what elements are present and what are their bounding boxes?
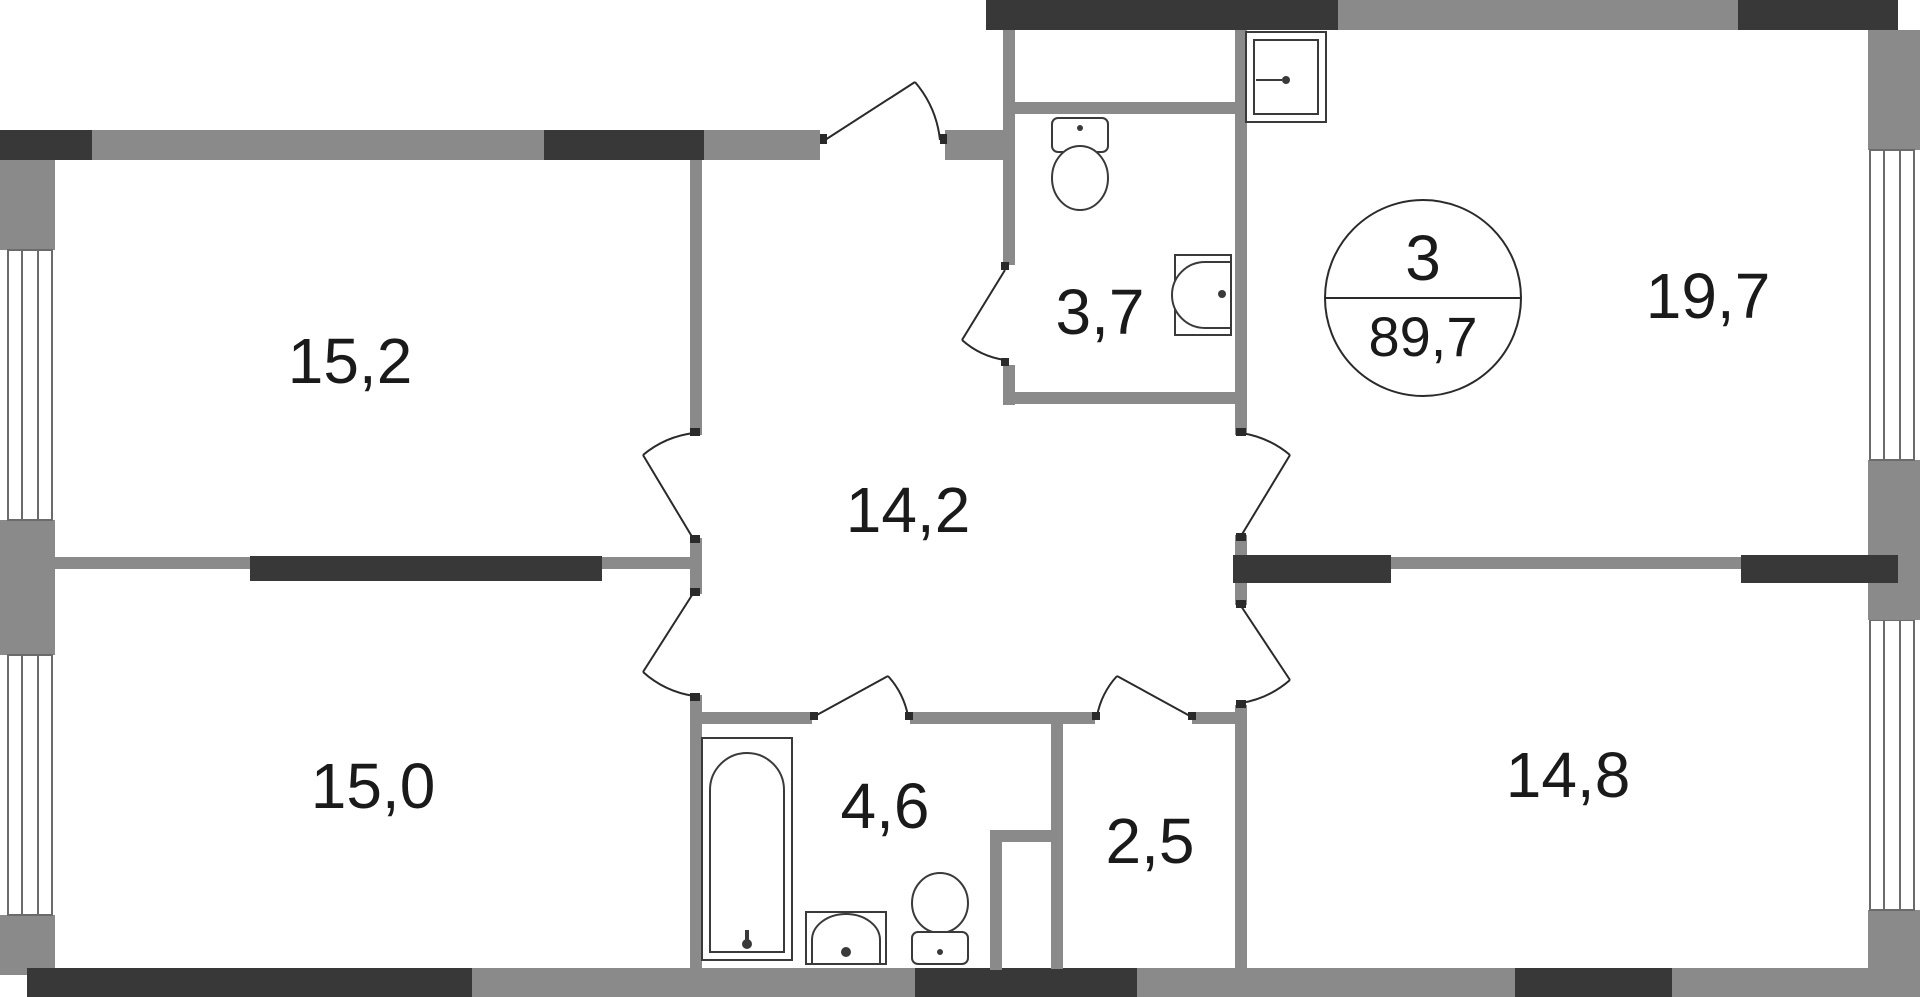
room-labels: 15,2 15,0 14,2 3,7 4,6 2,5 19,7 14,8 [288, 260, 1771, 877]
bathroom-toilet-icon [911, 872, 969, 965]
window-left-top [7, 249, 53, 521]
room-area-label: 15,2 [288, 325, 413, 397]
door-room-left-bottom [642, 588, 700, 701]
bathroom-washbasin-icon [805, 911, 887, 965]
door-room-right-bottom [1236, 600, 1291, 708]
kitchen-sink-icon [1245, 31, 1327, 123]
windows [7, 149, 1915, 916]
window-right-top [1869, 149, 1915, 461]
toilet-icon [1051, 117, 1109, 211]
door-room-left-top [642, 428, 700, 543]
doors [642, 81, 1291, 720]
room-area-label: 4,6 [841, 770, 930, 842]
room-area-label: 14,2 [846, 474, 971, 546]
apartment-badge: 3 89,7 [1324, 199, 1522, 397]
room-count: 3 [1405, 222, 1441, 294]
toilet-door [961, 262, 1009, 366]
fixtures [701, 31, 1327, 965]
storage-door [1092, 675, 1196, 720]
total-area: 89,7 [1369, 305, 1478, 368]
door-kitchen [1236, 428, 1291, 541]
room-area-label: 3,7 [1056, 276, 1145, 348]
room-area-label: 2,5 [1106, 805, 1195, 877]
entrance-door [820, 81, 947, 144]
room-area-label: 14,8 [1506, 739, 1631, 811]
interior-walls [55, 30, 1920, 970]
room-area-label: 19,7 [1646, 260, 1771, 332]
bathroom-door [810, 675, 913, 720]
room-area-label: 15,0 [311, 750, 436, 822]
bathtub-icon [701, 737, 793, 961]
washbasin-icon [1171, 254, 1232, 336]
window-right-bottom [1869, 619, 1915, 911]
window-left-bottom [7, 654, 53, 916]
